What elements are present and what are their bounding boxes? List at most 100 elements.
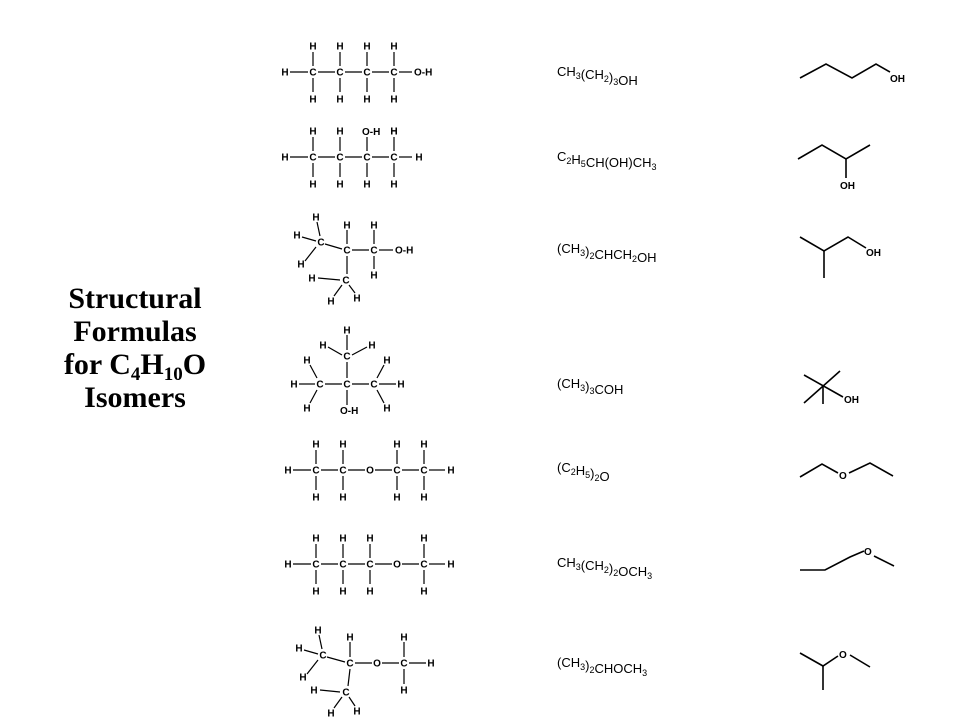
atom-h: H (366, 534, 373, 545)
atom-h: H (390, 127, 397, 138)
condensed-formula-2: C2H5CH(OH)CH3 (557, 149, 657, 172)
atom-h: H (284, 466, 291, 477)
atom-h: H (346, 633, 353, 644)
atom-h: H (319, 341, 326, 352)
atom-h: H (281, 153, 288, 164)
atom-c: C (346, 659, 353, 670)
skeletal-formula-5-right (848, 462, 894, 477)
bond-line (333, 696, 343, 709)
atom-c: C (342, 276, 349, 287)
atom-h: H (393, 493, 400, 504)
hydroxyl-label: OH (844, 395, 859, 406)
atom-h: H (310, 686, 317, 697)
atom-h: H (295, 644, 302, 655)
bond-line (803, 370, 841, 404)
atom-h: H (339, 440, 346, 451)
atom-h: H (383, 356, 390, 367)
atom-h: H (390, 42, 397, 53)
atom-h: H (366, 587, 373, 598)
atom-c: C (420, 560, 427, 571)
atom-h: H (297, 260, 304, 271)
atom-h: H (312, 213, 319, 224)
atom-o-h: O-H (414, 68, 432, 79)
atom-h: H (427, 659, 434, 670)
atom-o-h: O-H (362, 127, 380, 138)
atom-h: H (336, 127, 343, 138)
bond-line (347, 668, 351, 687)
atom-c: C (420, 466, 427, 477)
condensed-formula-4: (CH3)3COH (557, 376, 623, 397)
atom-h: H (327, 297, 334, 308)
atom-c: C (390, 153, 397, 164)
atom-h: H (312, 534, 319, 545)
bond-line (304, 246, 317, 262)
bond-line (303, 649, 319, 655)
hydroxyl-label: OH (890, 74, 905, 85)
atom-c: C (312, 466, 319, 477)
bond-line (348, 284, 356, 294)
atom-h: H (339, 534, 346, 545)
bond-line (333, 284, 343, 297)
atom-h: H (353, 707, 360, 718)
atom-c: C (316, 380, 323, 391)
atom-h: H (420, 587, 427, 598)
bond-line (301, 236, 317, 242)
atom-h: H (309, 127, 316, 138)
condensed-formula-1: CH3(CH2)3OH (557, 64, 638, 88)
atom-h: H (339, 493, 346, 504)
atom-h: H (415, 153, 422, 164)
condensed-formula-5: (C2H5)2O (557, 460, 610, 484)
atom-c: C (336, 68, 343, 79)
skeletal-formula-2 (797, 144, 871, 160)
bond-line (326, 656, 346, 663)
atom-h: H (447, 466, 454, 477)
atom-h: H (339, 587, 346, 598)
atom-h: H (400, 686, 407, 697)
atom-h: H (309, 180, 316, 191)
title-line-4: Isomers (84, 381, 186, 414)
atom-c: C (363, 153, 370, 164)
hydroxyl-label: OH (866, 248, 881, 259)
atom-o: O (393, 560, 401, 571)
atom-h: H (314, 626, 321, 637)
atom-h: H (303, 404, 310, 415)
atom-h: H (420, 440, 427, 451)
bond-line (309, 364, 318, 379)
atom-h: H (336, 42, 343, 53)
atom-h: H (309, 95, 316, 106)
condensed-formula-3: (CH3)2CHCH2OH (557, 241, 657, 265)
atom-c: C (317, 238, 324, 249)
atom-h: H (343, 326, 350, 337)
atom-c: C (366, 560, 373, 571)
atom-o-h: O-H (340, 406, 358, 417)
skeletal-formula-1 (799, 63, 891, 79)
atom-h: H (390, 180, 397, 191)
oxygen-label: O (839, 650, 847, 661)
atom-c: C (343, 380, 350, 391)
atom-h: H (363, 180, 370, 191)
atom-h: H (336, 95, 343, 106)
atom-h: H (303, 356, 310, 367)
atom-c: C (312, 560, 319, 571)
atom-c: C (343, 246, 350, 257)
atom-h: H (312, 587, 319, 598)
atom-h: H (383, 404, 390, 415)
atom-h: H (370, 221, 377, 232)
atom-h: H (336, 180, 343, 191)
bond-line (348, 696, 356, 707)
atom-c: C (309, 68, 316, 79)
atom-h: H (400, 633, 407, 644)
atom-c: C (339, 560, 346, 571)
atom-h: H (309, 42, 316, 53)
atom-h: H (390, 95, 397, 106)
skeletal-formula-7 (799, 652, 839, 667)
atom-h: H (353, 294, 360, 305)
